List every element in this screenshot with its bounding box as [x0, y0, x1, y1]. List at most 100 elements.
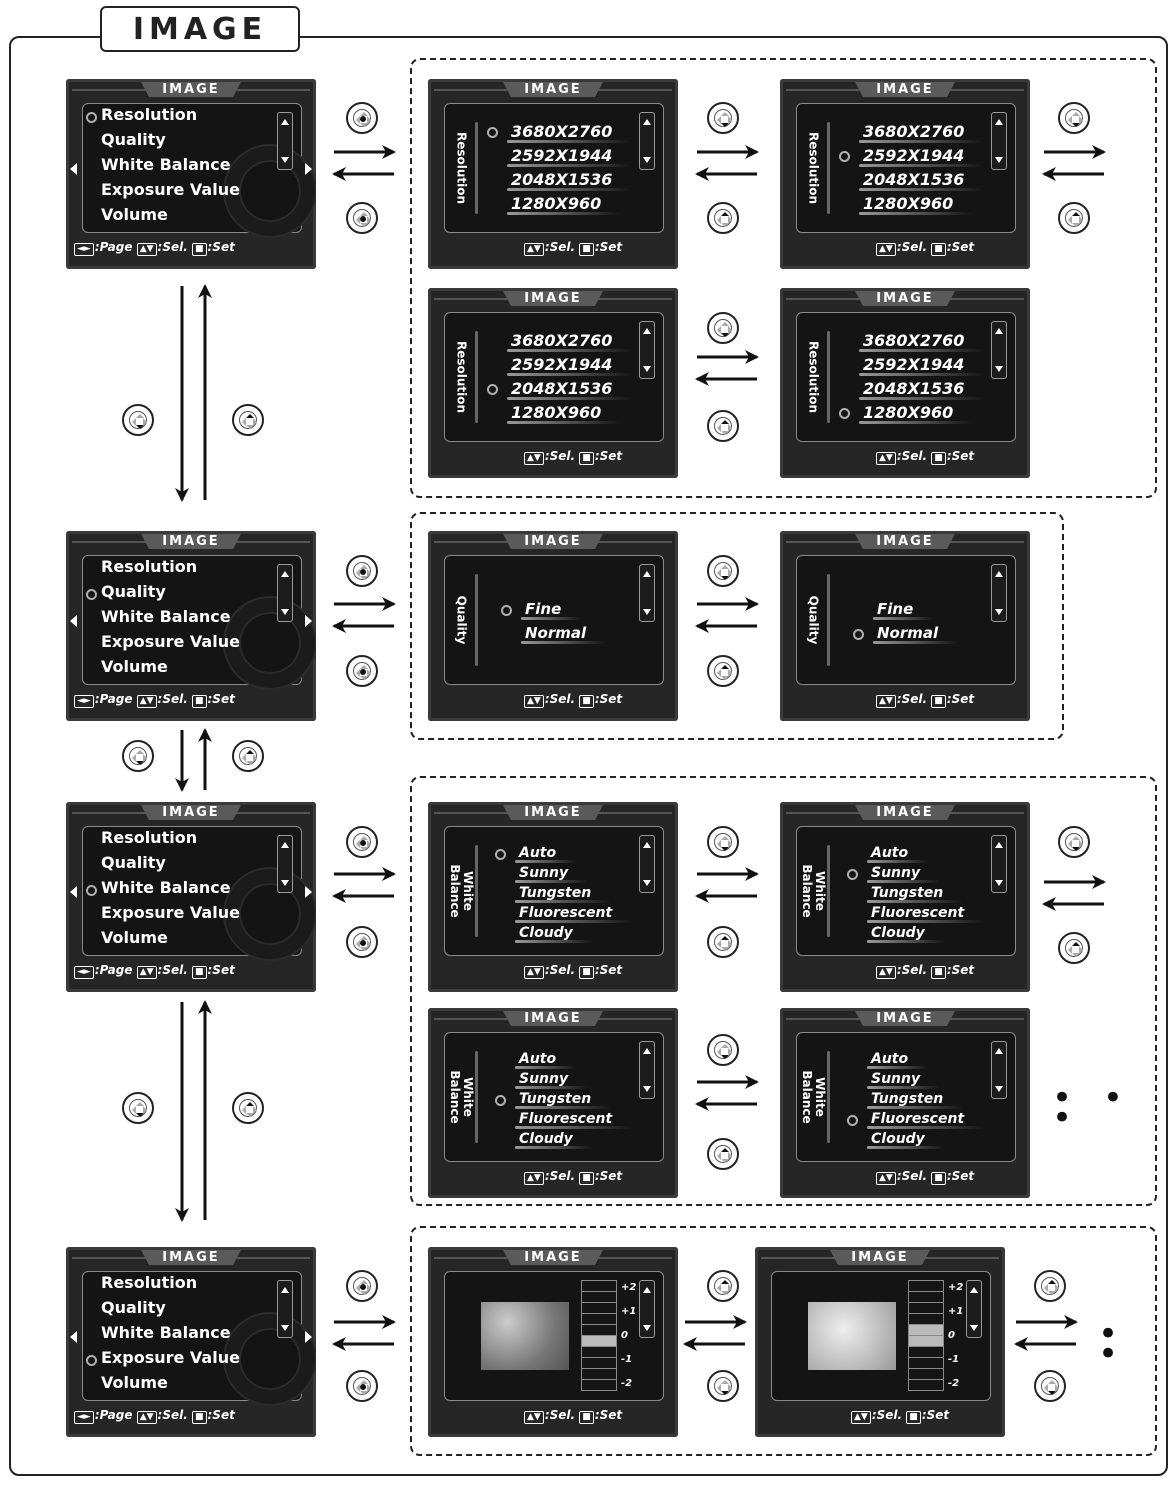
- menu-item[interactable]: Volume: [101, 928, 168, 947]
- up-button[interactable]: [707, 655, 739, 687]
- scrollbar[interactable]: [639, 112, 655, 170]
- option-item[interactable]: Normal: [872, 624, 959, 644]
- option-item[interactable]: Cloudy: [867, 925, 945, 943]
- option-item[interactable]: 2048X1536: [506, 170, 633, 191]
- option-item[interactable]: Tungsten: [514, 1091, 612, 1109]
- option-item[interactable]: 2592X1944: [506, 146, 633, 167]
- page-left-icon[interactable]: [70, 886, 77, 898]
- option-item[interactable]: Tungsten: [514, 885, 612, 903]
- scrollbar[interactable]: [991, 1041, 1007, 1099]
- down-button[interactable]: [707, 102, 739, 134]
- down-button[interactable]: [707, 1370, 739, 1402]
- scrollbar[interactable]: [639, 321, 655, 379]
- menu-item[interactable]: Resolution: [101, 828, 198, 847]
- down-button[interactable]: [707, 826, 739, 858]
- menu-item[interactable]: Resolution: [101, 105, 198, 124]
- down-button[interactable]: [707, 555, 739, 587]
- option-item[interactable]: 2048X1536: [858, 170, 985, 191]
- page-left-icon[interactable]: [70, 615, 77, 627]
- down-button[interactable]: [1034, 1370, 1066, 1402]
- menu-item[interactable]: Quality: [101, 1298, 166, 1317]
- option-item[interactable]: Fluorescent: [866, 1111, 985, 1129]
- option-item[interactable]: Auto: [514, 1051, 577, 1069]
- option-item[interactable]: Sunny: [866, 1071, 941, 1089]
- menu-item[interactable]: White Balance: [101, 155, 231, 174]
- down-button[interactable]: [122, 740, 154, 772]
- down-button[interactable]: [707, 1034, 739, 1066]
- option-item[interactable]: Fine: [520, 600, 582, 620]
- menu-item[interactable]: Quality: [101, 582, 166, 601]
- down-button[interactable]: [122, 1092, 154, 1124]
- ok-button[interactable]: [346, 202, 378, 234]
- option-item[interactable]: 1280X960: [858, 194, 974, 215]
- menu-item[interactable]: Volume: [101, 1373, 168, 1392]
- scrollbar[interactable]: [991, 564, 1007, 622]
- option-item[interactable]: Normal: [520, 624, 607, 644]
- up-button[interactable]: [232, 740, 264, 772]
- scrollbar[interactable]: [991, 321, 1007, 379]
- page-right-icon[interactable]: [305, 615, 312, 627]
- menu-item[interactable]: Exposure Value: [101, 1348, 240, 1367]
- menu-item[interactable]: Exposure Value: [101, 903, 240, 922]
- option-item[interactable]: Tungsten: [866, 1091, 964, 1109]
- option-item[interactable]: Auto: [866, 1051, 929, 1069]
- up-button[interactable]: [707, 202, 739, 234]
- ok-button[interactable]: [346, 1270, 378, 1302]
- option-item[interactable]: 2048X1536: [506, 379, 633, 400]
- scrollbar[interactable]: [639, 1280, 655, 1338]
- page-left-icon[interactable]: [70, 1331, 77, 1343]
- scrollbar[interactable]: [991, 112, 1007, 170]
- menu-item[interactable]: Exposure Value: [101, 632, 240, 651]
- option-item[interactable]: 2592X1944: [506, 355, 633, 376]
- ok-button[interactable]: [346, 102, 378, 134]
- option-item[interactable]: Auto: [514, 845, 577, 863]
- option-item[interactable]: Fluorescent: [866, 905, 985, 923]
- option-item[interactable]: 1280X960: [858, 403, 974, 424]
- option-item[interactable]: 1280X960: [506, 403, 622, 424]
- option-item[interactable]: 3680X2760: [506, 122, 633, 143]
- option-item[interactable]: 2592X1944: [858, 355, 985, 376]
- menu-item[interactable]: Volume: [101, 657, 168, 676]
- menu-item[interactable]: Volume: [101, 205, 168, 224]
- option-item[interactable]: Cloudy: [867, 1131, 945, 1149]
- option-item[interactable]: Sunny: [514, 1071, 589, 1089]
- option-item[interactable]: Sunny: [866, 865, 941, 883]
- down-button[interactable]: [707, 312, 739, 344]
- scrollbar[interactable]: [991, 835, 1007, 893]
- option-item[interactable]: Fluorescent: [514, 1111, 633, 1129]
- up-button[interactable]: [1034, 1270, 1066, 1302]
- option-item[interactable]: 3680X2760: [506, 331, 633, 352]
- menu-item[interactable]: White Balance: [101, 878, 231, 897]
- ok-button[interactable]: [346, 926, 378, 958]
- scrollbar[interactable]: [277, 112, 293, 170]
- option-item[interactable]: Tungsten: [866, 885, 964, 903]
- option-item[interactable]: Auto: [866, 845, 929, 863]
- scrollbar[interactable]: [277, 564, 293, 622]
- option-item[interactable]: Fine: [872, 600, 934, 620]
- menu-item[interactable]: Resolution: [101, 557, 198, 576]
- up-button[interactable]: [707, 410, 739, 442]
- option-item[interactable]: 3680X2760: [858, 122, 985, 143]
- scrollbar[interactable]: [277, 1280, 293, 1338]
- up-button[interactable]: [232, 404, 264, 436]
- menu-item[interactable]: Resolution: [101, 1273, 198, 1292]
- scrollbar[interactable]: [277, 835, 293, 893]
- page-right-icon[interactable]: [305, 163, 312, 175]
- page-right-icon[interactable]: [305, 1331, 312, 1343]
- option-item[interactable]: 3680X2760: [858, 331, 985, 352]
- down-button[interactable]: [1058, 102, 1090, 134]
- option-item[interactable]: 2048X1536: [858, 379, 985, 400]
- scrollbar[interactable]: [639, 564, 655, 622]
- option-item[interactable]: Sunny: [514, 865, 589, 883]
- menu-item[interactable]: Quality: [101, 130, 166, 149]
- up-button[interactable]: [707, 1270, 739, 1302]
- option-item[interactable]: 1280X960: [506, 194, 622, 215]
- menu-item[interactable]: Quality: [101, 853, 166, 872]
- ok-button[interactable]: [346, 655, 378, 687]
- menu-item[interactable]: Exposure Value: [101, 180, 240, 199]
- page-right-icon[interactable]: [305, 886, 312, 898]
- up-button[interactable]: [1058, 932, 1090, 964]
- down-button[interactable]: [1058, 826, 1090, 858]
- up-button[interactable]: [707, 1138, 739, 1170]
- option-item[interactable]: Fluorescent: [514, 905, 633, 923]
